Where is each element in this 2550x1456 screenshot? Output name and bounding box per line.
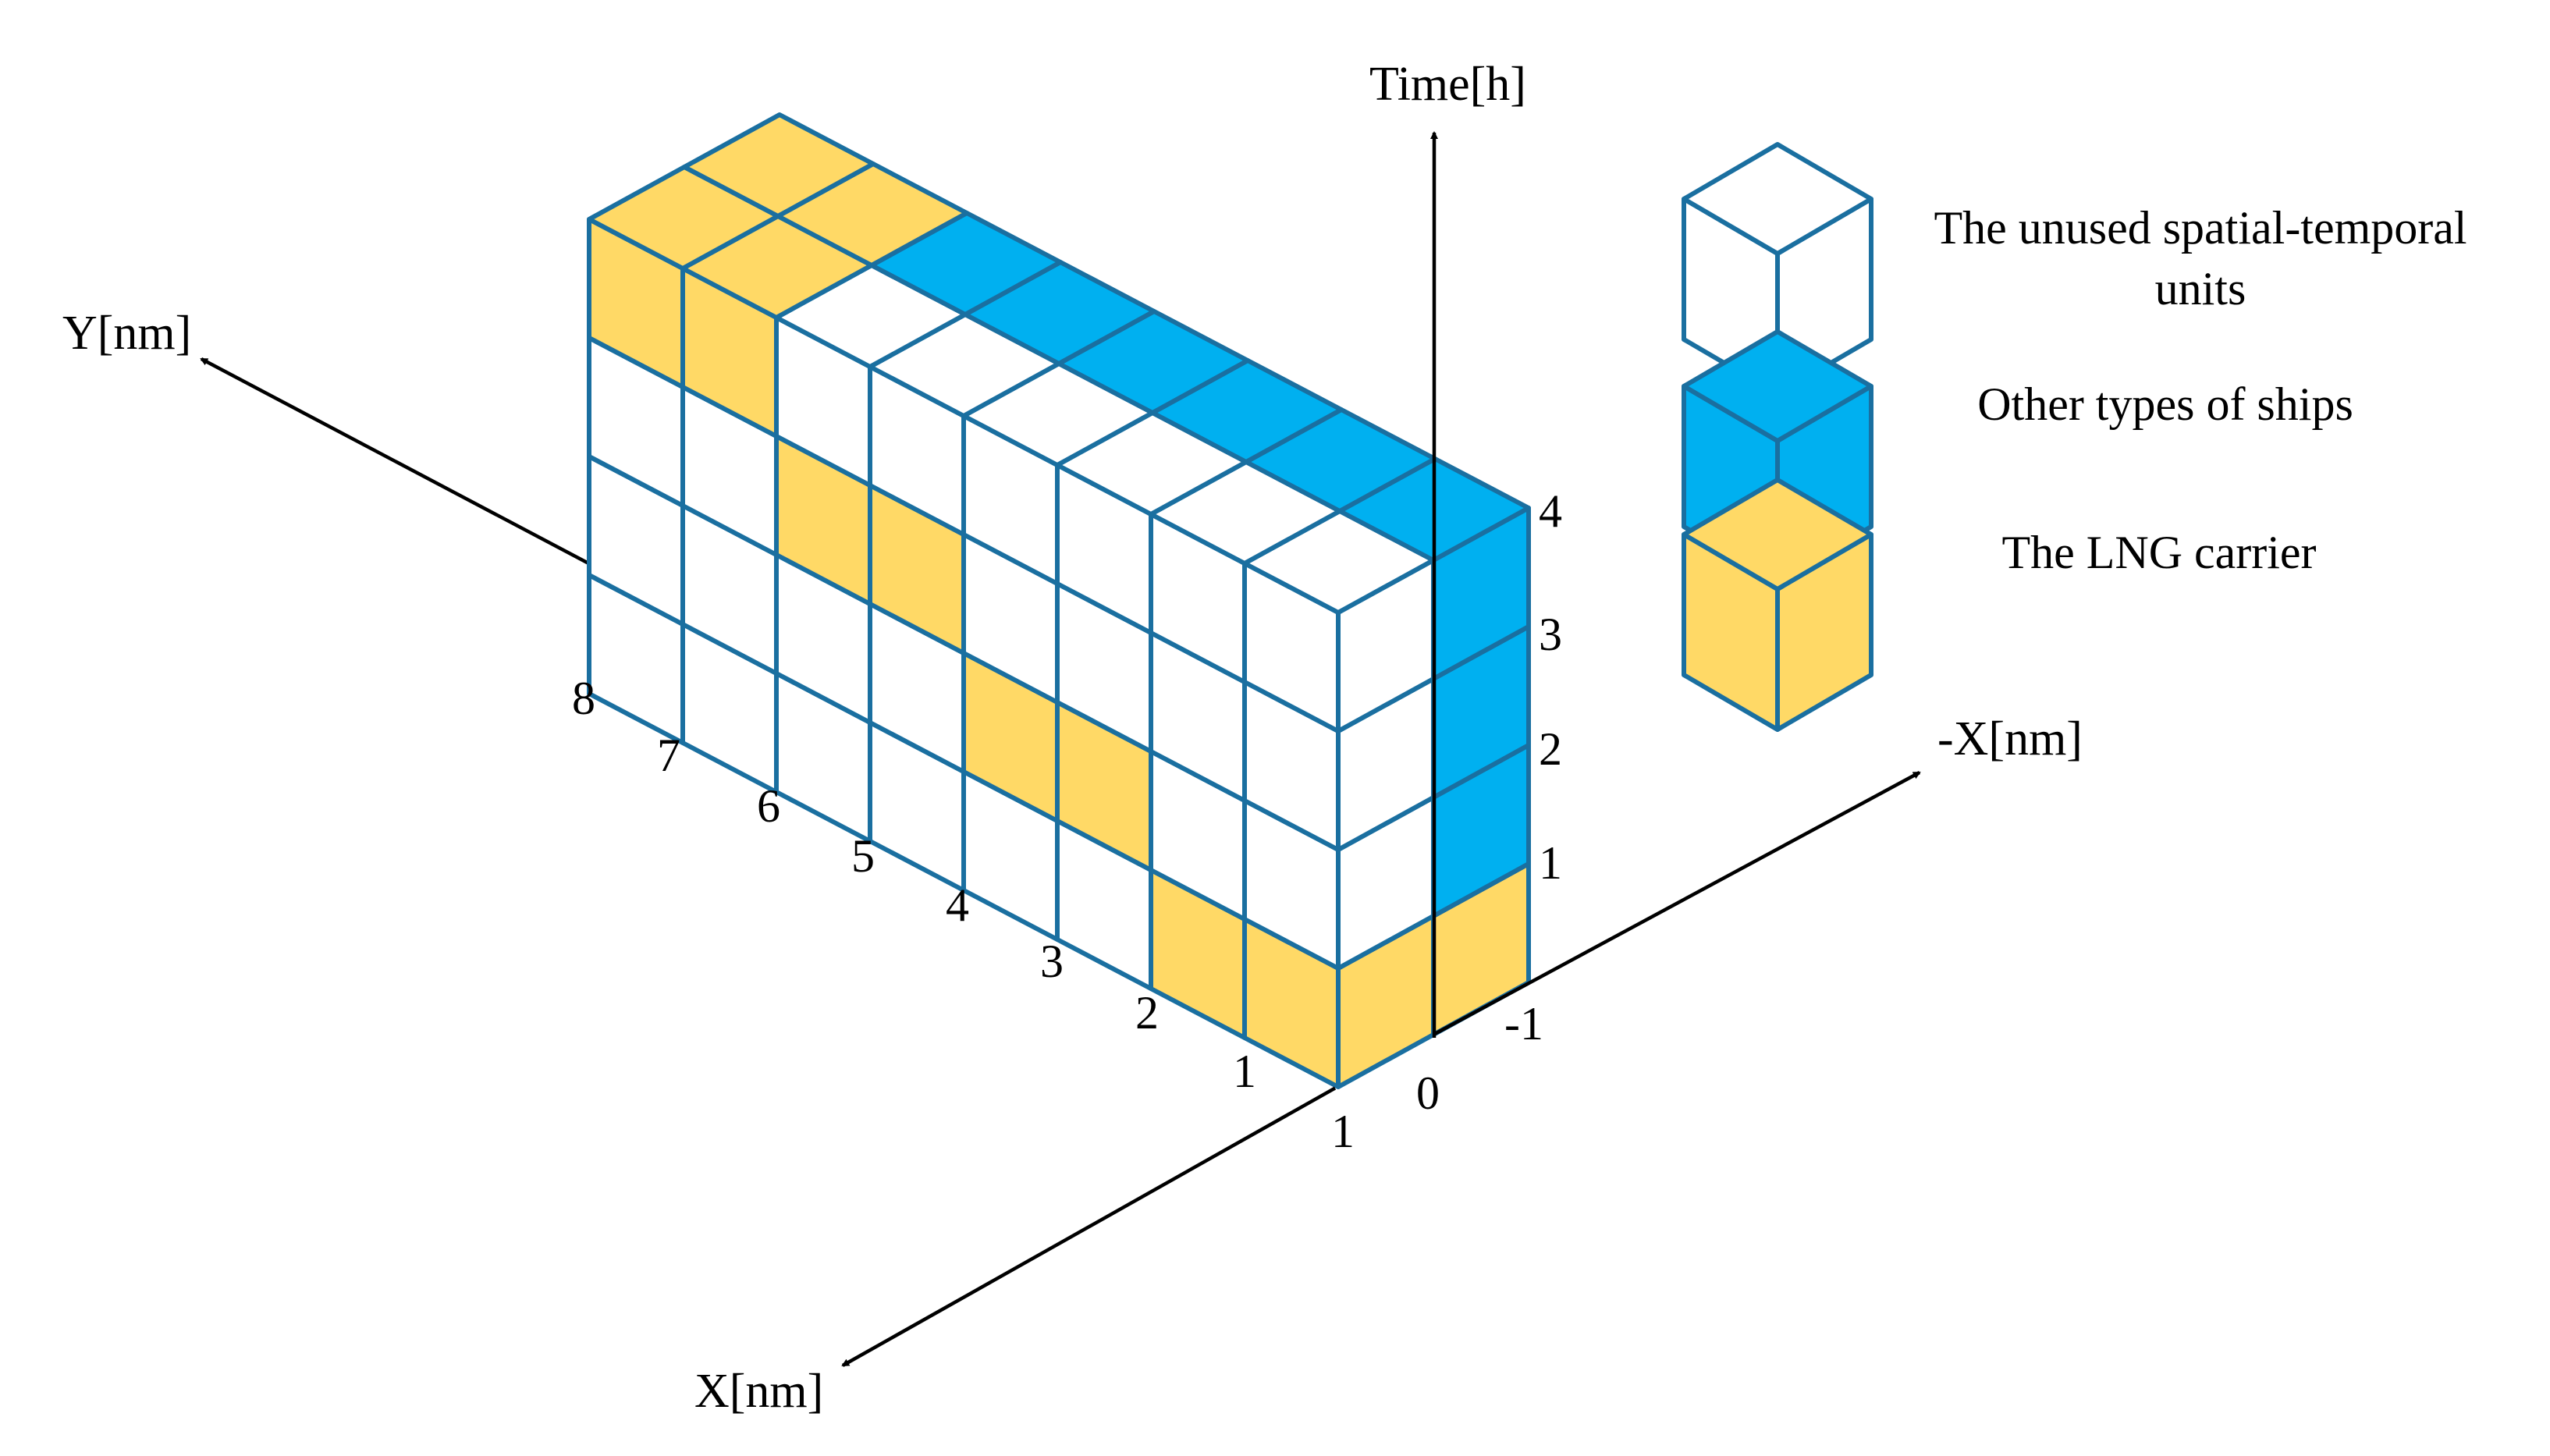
time-tick-4: 4 [1539,485,1562,537]
y-tick-labels: 1 2 3 4 5 6 7 8 [572,673,1256,1097]
y-tick-3: 3 [1040,936,1064,987]
y-tick-4: 4 [946,879,969,931]
x-tick-origin: 0 [1416,1067,1440,1119]
neg-x-axis-line [1432,771,1921,1036]
time-tick-3: 3 [1539,609,1562,660]
y-tick-6: 6 [757,780,780,832]
y-tick-8: 8 [572,673,595,724]
y-tick-7: 7 [657,730,680,781]
time-axis-label: Time[h] [1369,58,1526,111]
legend-unused-label-line1: The unused spatial-temporal [1934,202,2467,254]
legend: The unused spatial-temporal units Other … [1682,142,2467,732]
y-axis-line [200,357,595,567]
legend-unused-label-line2: units [2155,263,2246,314]
axes-back [200,357,595,567]
time-tick-2: 2 [1539,723,1562,775]
x-axis-line [841,1086,1337,1367]
axes-front [841,131,1921,1367]
y-tick-5: 5 [851,830,875,882]
x-axis-label: X[nm] [694,1365,823,1418]
legend-cube-other-top [1682,329,1873,443]
legend-cube-unused-top [1682,142,1873,256]
legend-cubes [1682,142,1873,732]
legend-other-label: Other types of ships [1977,378,2353,430]
legend-lng-label: The LNG carrier [2001,527,2316,578]
top-cell [682,112,875,218]
time-tick-labels: 1 2 3 4 [1539,485,1562,889]
y-axis-label: Y[nm] [62,307,191,360]
neg-x-axis-label: -X[nm] [1937,712,2083,765]
y-tick-2: 2 [1135,987,1159,1039]
x-tick-neg-one: -1 [1504,998,1543,1049]
y-tick-1: 1 [1233,1046,1256,1097]
x-tick-one: 1 [1331,1106,1355,1157]
time-tick-1: 1 [1539,837,1562,889]
legend-cube-lng-top [1682,478,1873,591]
voxel-block [587,112,1531,1089]
